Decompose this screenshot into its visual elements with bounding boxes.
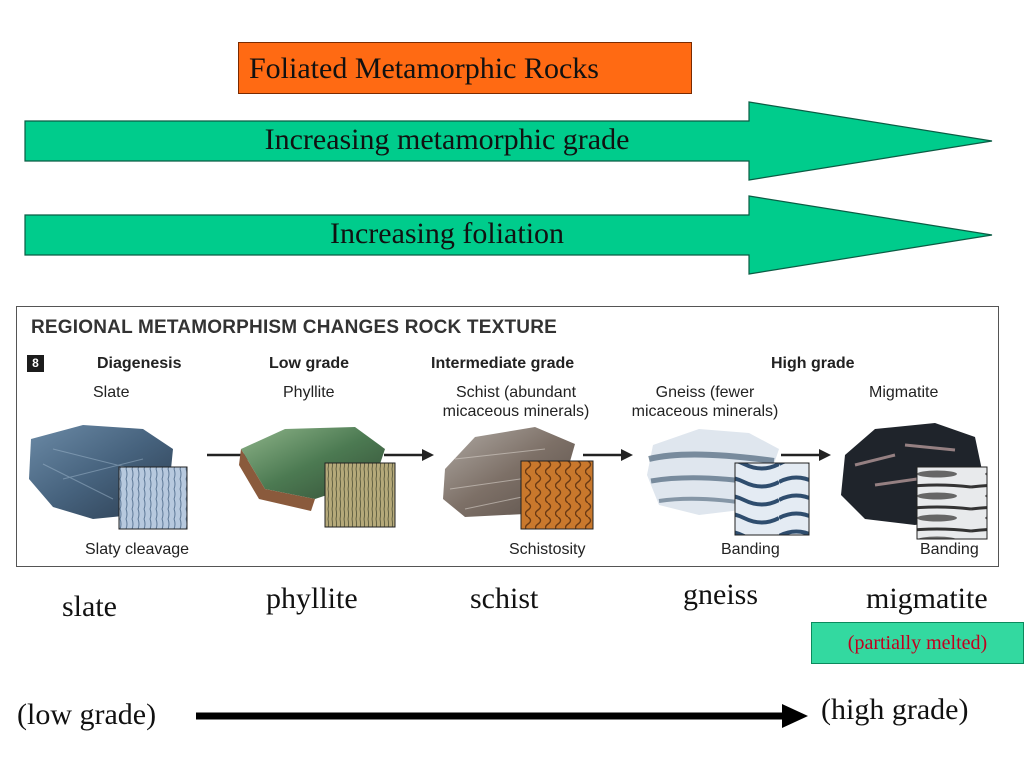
partially-melted-text: (partially melted) bbox=[847, 632, 988, 654]
rock-name-schist-line2: micaceous minerals) bbox=[442, 403, 590, 420]
grade-arrow: Increasing metamorphic grade bbox=[24, 101, 994, 181]
partially-melted-badge: (partially melted) bbox=[811, 622, 1024, 664]
rock-name-migmatite: Migmatite bbox=[869, 384, 939, 401]
texture-label-slaty-cleavage: Slaty cleavage bbox=[85, 541, 190, 558]
progression-arrow-icon bbox=[583, 449, 633, 461]
label-gneiss: gneiss bbox=[683, 578, 758, 611]
title-box: Foliated Metamorphic Rocks bbox=[238, 42, 692, 94]
stage-diagenesis: Diagenesis bbox=[97, 355, 182, 372]
schist-rock-image bbox=[443, 427, 594, 530]
grade-scale-arrow bbox=[196, 704, 808, 728]
stage-high-grade: High grade bbox=[771, 355, 855, 372]
grade-arrow-label: Increasing metamorphic grade bbox=[264, 123, 630, 156]
label-phyllite: phyllite bbox=[266, 582, 358, 615]
progression-arrow-icon bbox=[781, 449, 831, 461]
grade-arrow-shape bbox=[24, 101, 993, 181]
label-low-grade: (low grade) bbox=[17, 698, 157, 731]
rock-name-gneiss-line2: micaceous minerals) bbox=[631, 403, 779, 420]
foliation-arrow-shape bbox=[24, 195, 993, 275]
rock-name-slate: Slate bbox=[93, 384, 130, 401]
rock-name-schist-line1: Schist (abundant bbox=[455, 384, 577, 401]
rock-name-schist: Schist (abundant micaceous minerals) bbox=[426, 383, 606, 421]
texture-figure: REGIONAL METAMORPHISM CHANGES ROCK TEXTU… bbox=[16, 306, 999, 567]
rock-name-gneiss-line1: Gneiss (fewer bbox=[655, 384, 755, 401]
stage-intermediate-grade: Intermediate grade bbox=[431, 355, 575, 372]
progression-arrow-icon bbox=[384, 449, 434, 461]
title-text: Foliated Metamorphic Rocks bbox=[249, 52, 599, 85]
gneiss-rock-image bbox=[647, 429, 810, 536]
label-slate: slate bbox=[62, 590, 117, 623]
texture-label-schistosity: Schistosity bbox=[509, 541, 586, 558]
phyllite-rock-image bbox=[239, 427, 396, 528]
texture-label-banding-migmatite: Banding bbox=[920, 541, 979, 558]
foliation-arrow-label: Increasing foliation bbox=[329, 217, 565, 250]
figure-number: 8 bbox=[27, 355, 44, 372]
stage-low-grade: Low grade bbox=[269, 355, 350, 372]
label-schist: schist bbox=[470, 582, 539, 615]
figure-title: REGIONAL METAMORPHISM CHANGES ROCK TEXTU… bbox=[31, 317, 557, 338]
rock-name-gneiss: Gneiss (fewer micaceous minerals) bbox=[615, 383, 795, 421]
label-migmatite: migmatite bbox=[866, 582, 988, 615]
texture-label-banding-gneiss: Banding bbox=[721, 541, 780, 558]
rock-name-phyllite: Phyllite bbox=[283, 384, 335, 401]
migmatite-rock-image bbox=[841, 423, 988, 540]
label-high-grade: (high grade) bbox=[821, 693, 969, 726]
foliation-arrow: Increasing foliation bbox=[24, 195, 994, 275]
slate-rock-image bbox=[29, 425, 188, 530]
